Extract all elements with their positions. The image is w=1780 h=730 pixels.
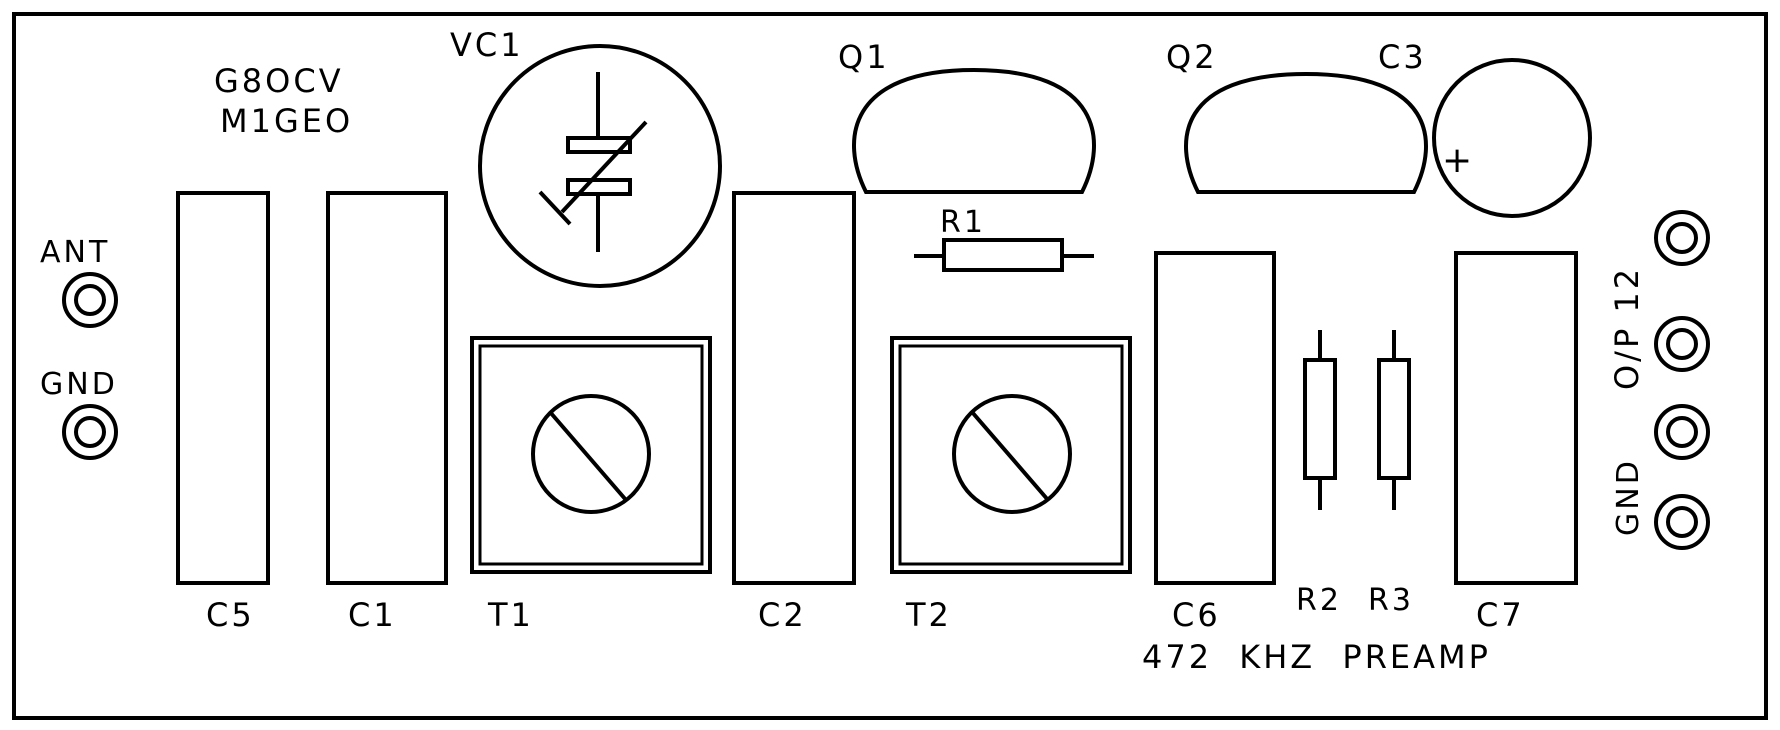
ant-label: ANT xyxy=(40,235,110,270)
r2-label: R2 xyxy=(1296,583,1342,618)
c7-outline xyxy=(1454,251,1578,585)
vc1-symbol xyxy=(478,44,722,288)
op12-pad-2 xyxy=(1654,316,1710,372)
c1-label: C1 xyxy=(348,596,397,634)
vc1-label: VC1 xyxy=(450,26,524,64)
q1-label: Q1 xyxy=(838,38,890,76)
r3-symbol xyxy=(1377,330,1411,510)
ant-pad xyxy=(62,272,118,328)
t1-label: T1 xyxy=(487,596,534,634)
gnd-left-pad xyxy=(62,404,118,460)
r1-symbol xyxy=(914,238,1094,272)
gnd-right-label: GND xyxy=(1611,458,1646,536)
gnd-right-pad-1 xyxy=(1654,404,1710,460)
callsign-2: M1GEO xyxy=(220,102,353,140)
r1-label: R1 xyxy=(940,205,986,240)
t2-label: T2 xyxy=(905,596,952,634)
t2-outline xyxy=(890,336,1132,574)
gnd-left-label: GND xyxy=(40,367,118,402)
r2-symbol xyxy=(1303,330,1337,510)
c5-label: C5 xyxy=(206,596,255,634)
c5-outline xyxy=(176,191,270,585)
r3-label: R3 xyxy=(1368,583,1414,618)
q1-outline xyxy=(852,67,1096,194)
c3-outline xyxy=(1432,58,1592,218)
c3-polarity-label: + xyxy=(1442,140,1475,181)
c6-label: C6 xyxy=(1172,596,1221,634)
op12-pad-1 xyxy=(1654,210,1710,266)
board-title: 472 KHZ PREAMP xyxy=(1142,638,1491,676)
t1-outline xyxy=(470,336,712,574)
c2-outline xyxy=(732,191,856,585)
c7-label: C7 xyxy=(1476,596,1525,634)
c1-outline xyxy=(326,191,448,585)
board-outline xyxy=(12,12,1768,720)
op12-label: O/P 12 xyxy=(1608,266,1646,390)
callsign-1: G8OCV xyxy=(214,62,344,100)
gnd-right-pad-2 xyxy=(1654,494,1710,550)
q2-label: Q2 xyxy=(1166,38,1218,76)
q2-outline xyxy=(1184,71,1428,194)
c6-outline xyxy=(1154,251,1276,585)
c3-label: C3 xyxy=(1378,38,1427,76)
c2-label: C2 xyxy=(758,596,807,634)
